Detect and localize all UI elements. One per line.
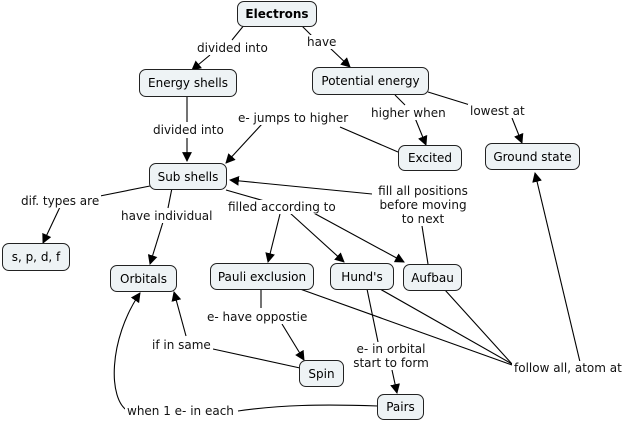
link-spin-ifsame [212, 348, 301, 369]
link-lowest-ground [511, 117, 524, 144]
node-aufbau: Aufbau [403, 264, 462, 291]
label-fill-all-line-1: fill all positions [378, 184, 468, 198]
label-filled-according: filled according to [226, 200, 338, 214]
node-excited: Excited [398, 145, 462, 171]
link-filled-pauli [265, 213, 281, 263]
link-pairs-when [237, 404, 379, 412]
label-fill-all-line-3: to next [401, 212, 445, 226]
link-have-potential [329, 47, 351, 68]
link-individual-orbitals [147, 221, 164, 265]
node-ground-state: Ground state [485, 143, 580, 170]
link-dif-spdf [42, 206, 61, 244]
node-potential-energy: Potential energy [312, 67, 429, 95]
label-if-in-same: if in same [150, 338, 213, 352]
label-divided-into-2: divided into [151, 123, 226, 137]
link-divided-energy-shells [191, 54, 211, 71]
label-e-in-orbital: e- in orbital start to form [348, 342, 434, 370]
label-e-have-oppostie: e- have oppostie [205, 310, 310, 324]
label-fill-all-positions: fill all positions before moving to next [372, 184, 474, 226]
link-jumps-sub [225, 123, 263, 164]
node-energy-shells: Energy shells [139, 69, 237, 97]
link-aufbau-fill [421, 225, 429, 265]
link-orbital-pairs [390, 369, 400, 394]
link-sub-dif [99, 185, 151, 197]
label-dif-types: dif. types are [19, 194, 102, 208]
node-spdf: s, p, d, f [2, 243, 70, 271]
node-electrons: Electrons [237, 1, 317, 27]
label-have: have [305, 35, 339, 49]
link-hunds-follow [379, 288, 513, 365]
label-e-jumps: e- jumps to higher [236, 111, 351, 125]
link-fill-sub [229, 175, 373, 195]
link-pauli-follow [299, 288, 513, 366]
label-lowest-at: lowest at [468, 104, 527, 118]
link-higher-excited [414, 117, 428, 146]
link-excited-jumps [339, 126, 399, 153]
link-filled-aufbau [309, 210, 405, 263]
label-e-in-orbital-line-1: e- in orbital [356, 342, 426, 356]
link-potential-higher [394, 94, 406, 106]
link-aufbau-follow [444, 289, 513, 365]
label-fill-all-line-2: before moving [379, 198, 467, 212]
label-when-1e: when 1 e- in each [125, 404, 236, 418]
link-opposite-spin [281, 323, 305, 361]
node-sub-shells: Sub shells [149, 163, 227, 190]
link-potential-lowest [427, 91, 471, 106]
label-divided-into-1: divided into [195, 41, 270, 55]
node-orbitals: Orbitals [110, 265, 177, 292]
label-follow-all: follow all, atom at [512, 361, 624, 375]
label-have-individual: have individual [119, 209, 215, 223]
link-when-orbitals [113, 292, 141, 412]
node-pauli-exclusion: Pauli exclusion [210, 263, 314, 290]
label-higher-when: higher when [369, 106, 448, 120]
link-sub-have-individual [167, 187, 173, 209]
link-filled-hunds [289, 212, 345, 263]
node-hunds: Hund's [330, 263, 394, 290]
label-e-in-orbital-line-2: start to form [353, 356, 429, 370]
link-follow-ground [532, 172, 581, 363]
node-pairs: Pairs [377, 394, 424, 420]
link-ifsame-orbitals [171, 291, 187, 337]
node-spin: Spin [299, 360, 344, 387]
